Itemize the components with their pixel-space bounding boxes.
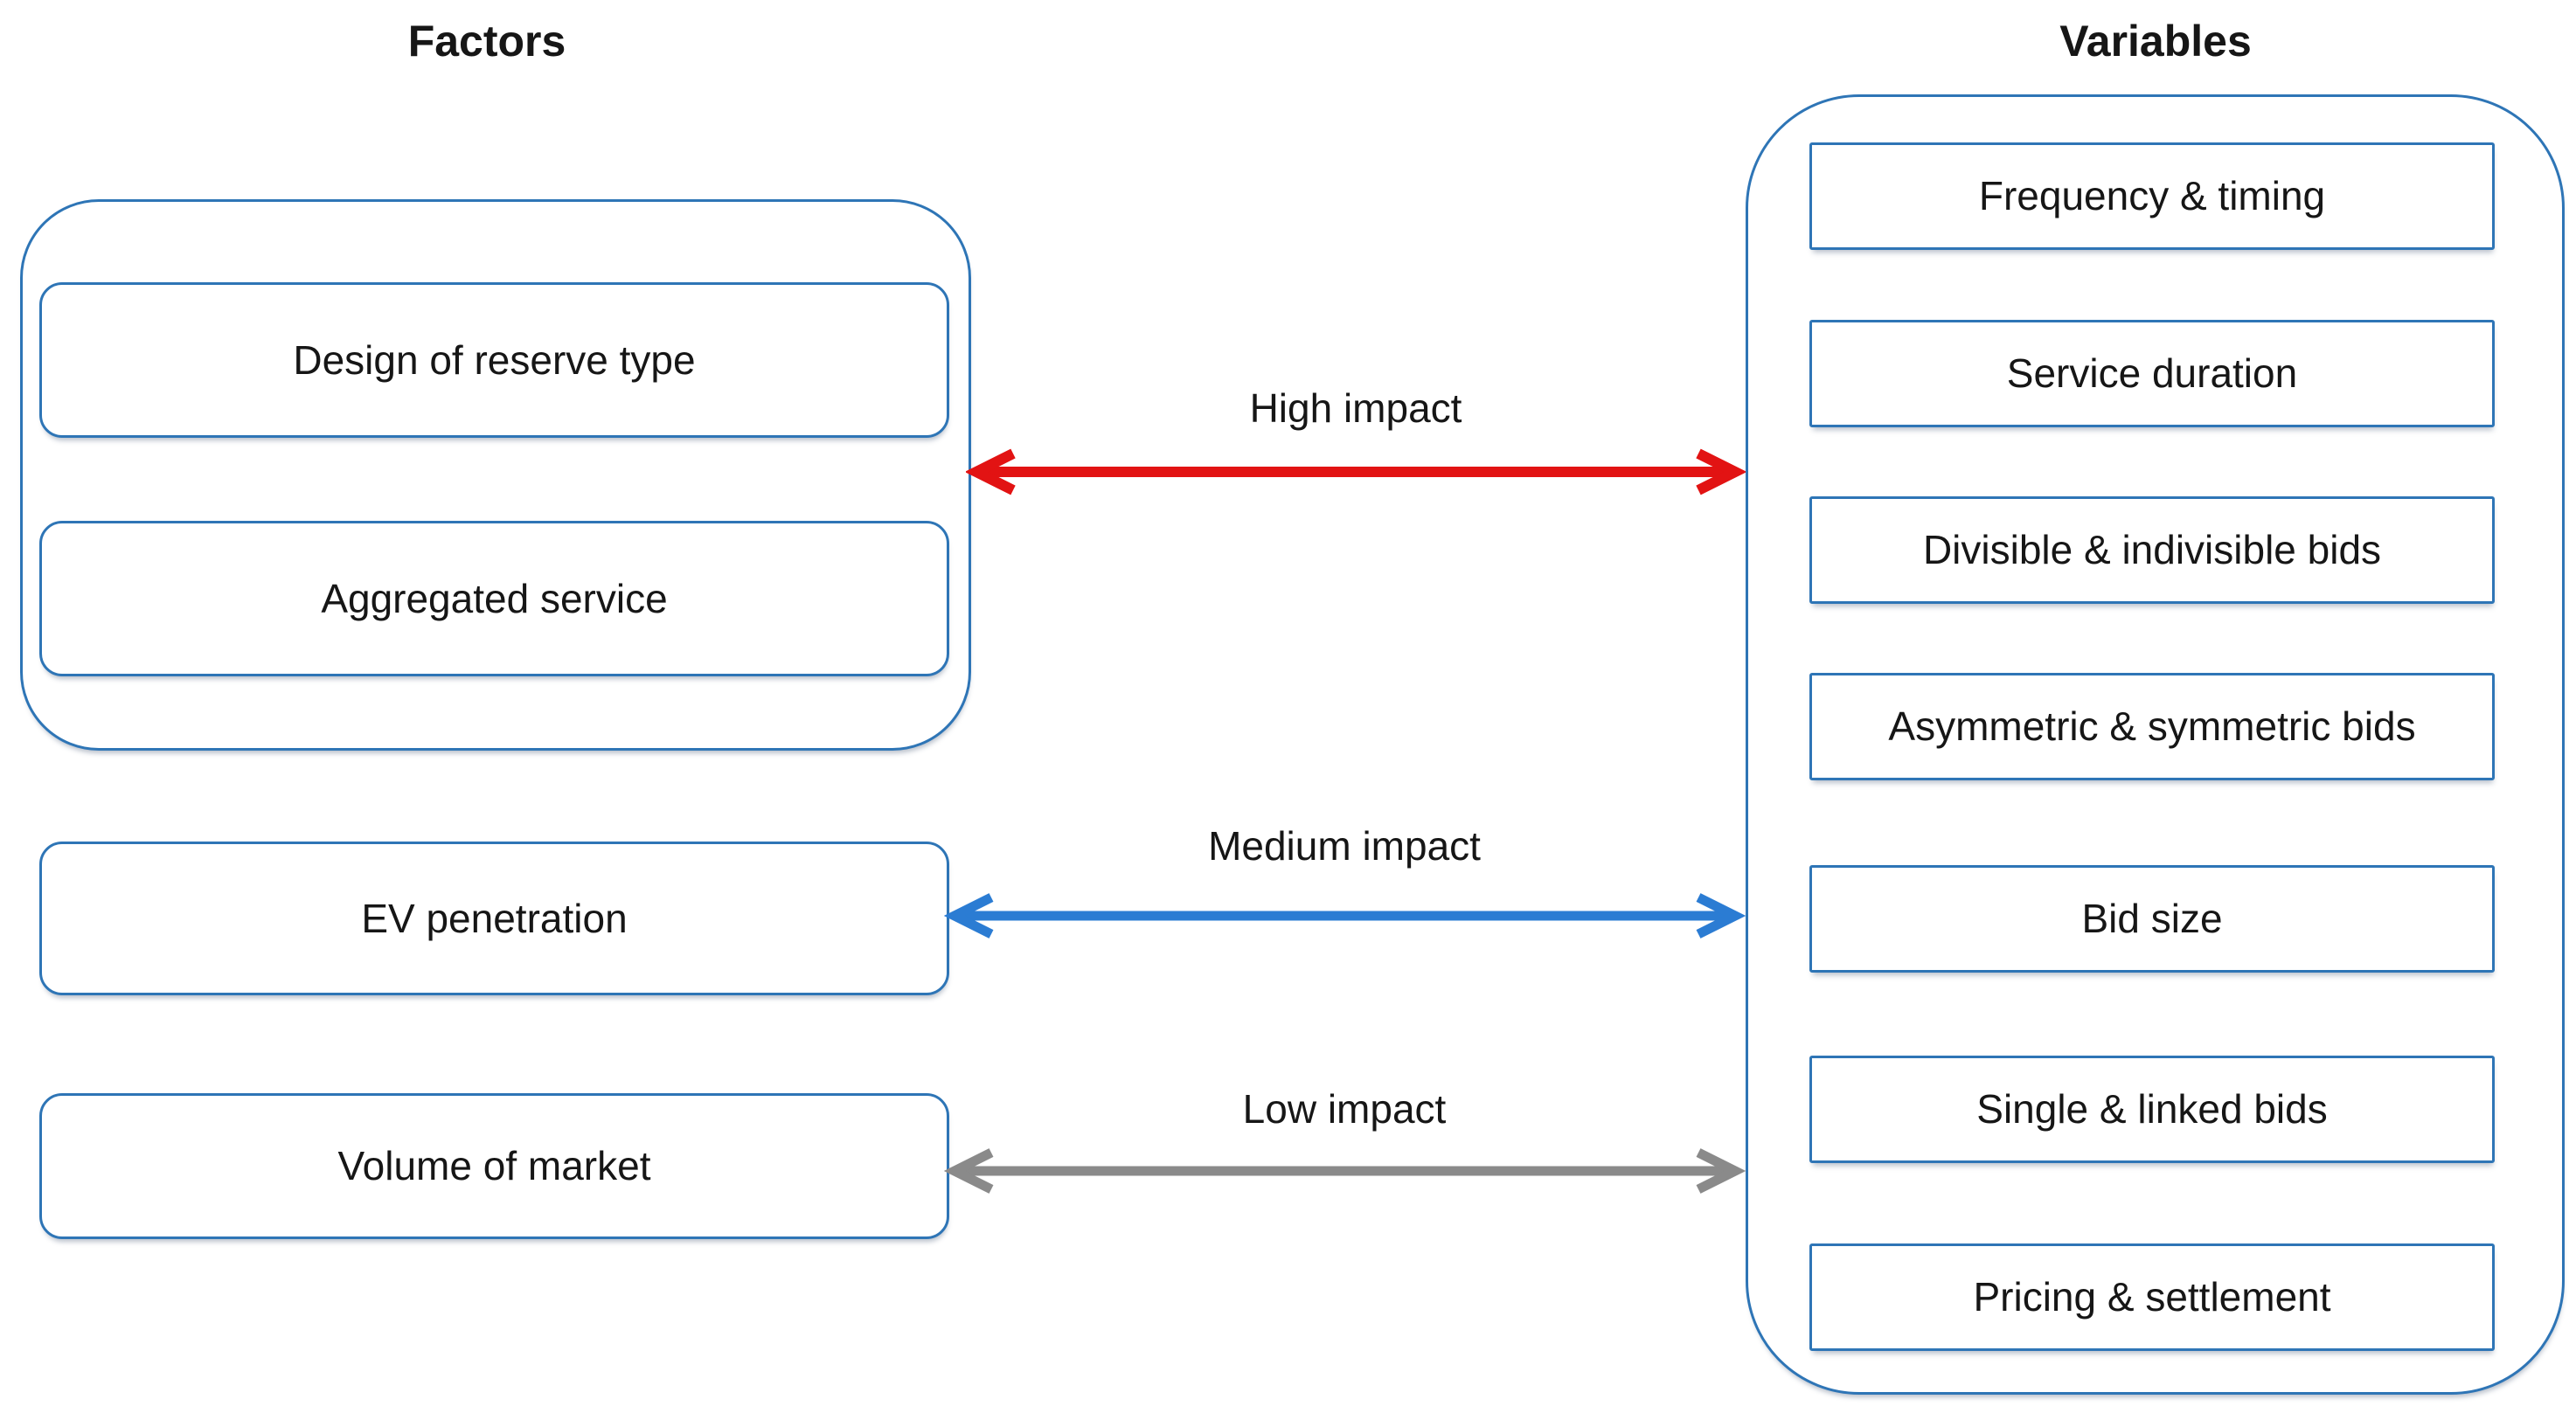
box-label: Volume of market <box>337 1143 651 1189</box>
box-label: Asymmetric & symmetric bids <box>1888 703 2416 750</box>
box-label: Aggregated service <box>321 575 668 621</box>
box-label: Service duration <box>2006 350 2298 397</box>
medium-impact-label: Medium impact <box>1208 823 1481 869</box>
low-impact-arrow-icon <box>944 1145 1746 1197</box>
box-label: Bid size <box>2081 896 2223 942</box>
box-divisible-indivisible-bids: Divisible & indivisible bids <box>1809 496 2495 604</box>
column-title-variables: Variables <box>2059 17 2252 66</box>
box-design-of-reserve-type: Design of reserve type <box>39 282 949 438</box>
box-label: Frequency & timing <box>1978 173 2326 219</box>
high-impact-arrow-icon <box>966 446 1746 498</box>
box-label: Divisible & indivisible bids <box>1922 527 2382 573</box>
box-frequency-timing: Frequency & timing <box>1809 142 2495 250</box>
medium-impact-arrow-icon <box>944 890 1746 942</box>
box-volume-of-market: Volume of market <box>39 1093 949 1239</box>
box-label: EV penetration <box>361 895 628 941</box>
box-label: Design of reserve type <box>293 336 696 383</box>
box-label: Pricing & settlement <box>1973 1274 2331 1320</box>
box-label: Single & linked bids <box>1976 1086 2328 1133</box>
box-pricing-settlement: Pricing & settlement <box>1809 1243 2495 1351</box>
column-title-factors: Factors <box>407 17 566 66</box>
box-asymmetric-symmetric-bids: Asymmetric & symmetric bids <box>1809 673 2495 780</box>
box-aggregated-service: Aggregated service <box>39 521 949 676</box>
box-ev-penetration: EV penetration <box>39 842 949 995</box>
box-single-linked-bids: Single & linked bids <box>1809 1056 2495 1163</box>
box-service-duration: Service duration <box>1809 320 2495 427</box>
box-bid-size: Bid size <box>1809 865 2495 973</box>
low-impact-label: Low impact <box>1242 1086 1447 1132</box>
high-impact-label: High impact <box>1249 385 1462 431</box>
